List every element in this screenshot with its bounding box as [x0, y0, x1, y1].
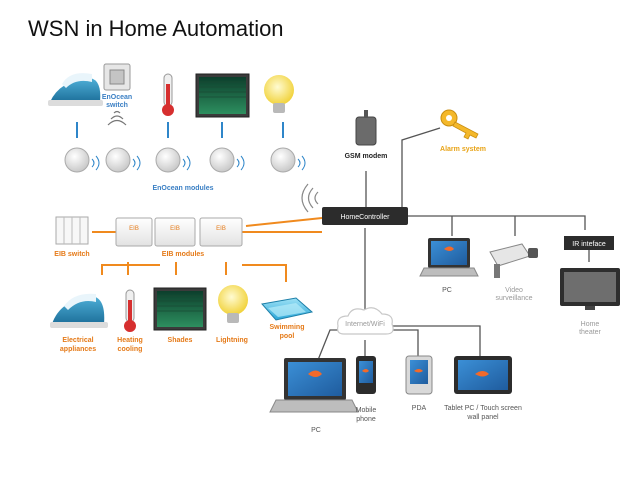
eib-module-label: EIB — [170, 226, 180, 232]
eib-module-icon: EIB — [115, 217, 153, 247]
ir-interface: IR inteface — [564, 236, 614, 250]
tablet-label-1: Tablet PC / Touch screen — [444, 405, 522, 412]
light-bulb-icon — [264, 75, 294, 113]
thermometer-icon — [124, 289, 136, 332]
home-controller-label: HomeController — [340, 214, 390, 221]
tv-icon — [560, 268, 620, 310]
mobile-phone-label-2: phone — [356, 416, 376, 423]
eib-modules-label: EIB modules — [162, 251, 205, 258]
thermometer-icon — [162, 73, 174, 116]
tablet-label-2: wall panel — [466, 414, 499, 421]
laptop-icon — [419, 238, 479, 277]
gsm-modem-icon — [355, 110, 377, 146]
eib-module-label: EIB — [129, 226, 139, 232]
enocean-links — [76, 122, 284, 138]
enocean-switch-label-1: EnOcean — [102, 94, 132, 101]
enocean-module-icon — [64, 147, 100, 173]
wireless-signal-icon — [301, 183, 319, 213]
heating-cooling-label-1: Heating — [117, 337, 143, 344]
eib-module-icon: EIB — [199, 217, 243, 247]
enocean-module-icon — [209, 147, 245, 173]
gsm-modem-label: GSM modem — [345, 153, 388, 160]
pc-bottom-label: PC — [311, 427, 321, 434]
iron-icon — [48, 73, 103, 106]
heating-cooling-label-2: cooling — [118, 346, 143, 353]
home-controller: HomeController — [322, 207, 408, 225]
eib-switch-icon — [55, 216, 89, 245]
enocean-module-icon — [270, 147, 306, 173]
laptop-icon — [269, 358, 359, 413]
wireless-signal-icon — [107, 110, 127, 126]
iron-icon — [50, 293, 108, 328]
enocean-switch-icon — [103, 63, 131, 91]
home-theater-label-2: theater — [579, 329, 601, 336]
eib-switch-label: EIB switch — [54, 251, 89, 258]
eib-module-label: EIB — [216, 226, 226, 232]
controller-lines — [317, 127, 586, 361]
slide-title: WSN in Home Automation — [28, 16, 284, 41]
video-camera-icon — [489, 243, 538, 278]
shades-label: Shades — [168, 337, 193, 344]
electrical-appliances-label-1: Electrical — [62, 337, 93, 344]
swimming-pool-label-2: pool — [280, 333, 295, 340]
shades-screen-icon — [153, 287, 207, 331]
enocean-modules-label: EnOcean modules — [152, 185, 213, 192]
cloud-icon — [337, 307, 394, 335]
pda-label: PDA — [412, 405, 427, 412]
enocean-switch-label-2: switch — [106, 102, 128, 109]
lightning-label: Lightning — [216, 337, 248, 344]
electrical-appliances-label-2: appliances — [60, 346, 96, 353]
alarm-system-label: Alarm system — [440, 146, 486, 153]
swimming-pool-label-1: Swimming — [269, 324, 304, 331]
eib-module-icon: EIB — [154, 217, 196, 247]
pc-right-label: PC — [442, 287, 452, 294]
key-icon — [440, 109, 479, 140]
ir-interface-label: IR inteface — [572, 241, 606, 248]
enocean-module-icon — [155, 147, 191, 173]
enocean-module-icon — [105, 147, 141, 173]
home-theater-label-1: Home — [581, 321, 600, 328]
pda-icon — [405, 355, 433, 395]
tablet-icon — [454, 356, 512, 394]
mobile-phone-label-1: Mobile — [356, 407, 377, 414]
light-bulb-icon — [218, 285, 248, 323]
video-surveillance-label-1: Video — [505, 287, 523, 294]
enocean-module-row — [64, 147, 306, 173]
internet-wifi-label: Internet/WiFi — [345, 321, 385, 328]
eib-bus-lines — [92, 217, 323, 282]
video-surveillance-label-2: surveillance — [496, 295, 533, 302]
swimming-pool-icon — [261, 297, 314, 321]
mobile-phone-icon — [356, 356, 376, 394]
shades-screen-icon — [195, 73, 250, 118]
